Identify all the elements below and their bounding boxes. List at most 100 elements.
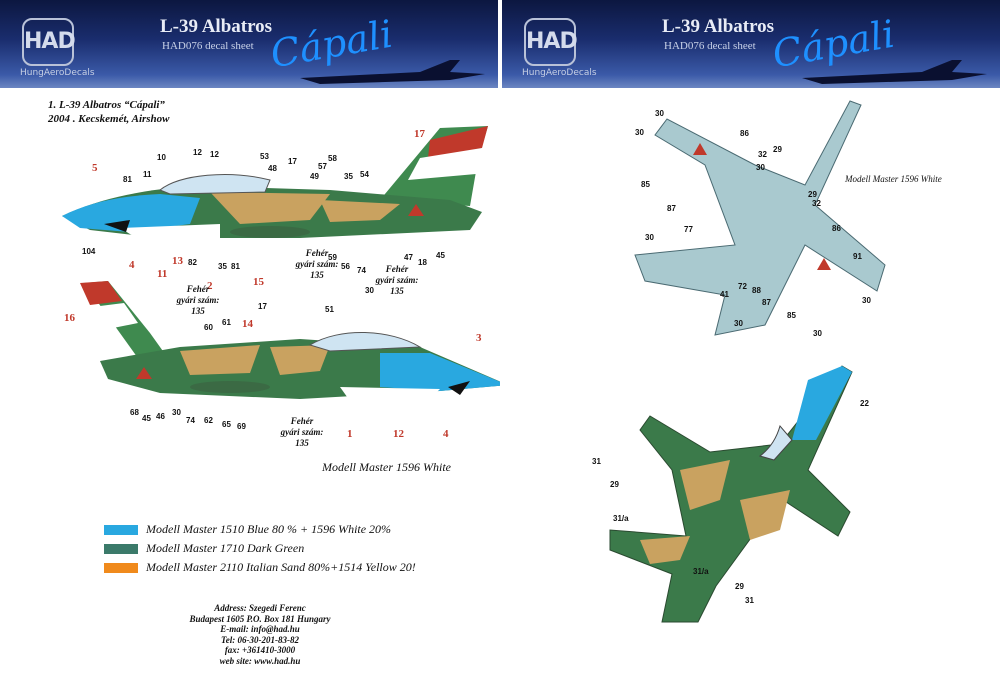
callout-label: 61 [222, 318, 231, 327]
plan-label: 86 [832, 224, 841, 233]
callout-label: 81 [123, 175, 132, 184]
camo-label: 31 [745, 596, 754, 605]
legend-swatch [104, 524, 138, 535]
plan-label: 77 [684, 225, 693, 234]
callout-label: 54 [360, 170, 369, 179]
note-line: Fehér [385, 264, 409, 274]
roundel-triangle [136, 367, 152, 379]
callout-label: 17 [258, 302, 267, 311]
callout-label: 53 [260, 152, 269, 161]
plan-label: 32 [758, 150, 767, 159]
serial-note: Fehér gyári szám: 135 [292, 248, 342, 281]
callout-label: 62 [204, 416, 213, 425]
drop-tank [230, 226, 310, 238]
camo-label: 31/a [613, 514, 629, 523]
plan-label: 29 [773, 145, 782, 154]
nose-blue [62, 194, 200, 232]
callout-label: 45 [436, 251, 445, 260]
color-legend: Modell Master 1510 Blue 80 % + 1596 Whit… [104, 520, 416, 577]
address-line: web site: www.had.hu [219, 655, 301, 666]
callout-label-red: 5 [92, 162, 98, 174]
callout-label: 56 [341, 262, 350, 271]
camo-label: 22 [860, 399, 869, 408]
canopy [308, 331, 422, 352]
address-line: E-mail: info@had.hu [220, 624, 300, 634]
callout-label: 68 [130, 408, 139, 417]
callout-label-red: 17 [414, 128, 425, 140]
plan-label: 32 [812, 199, 821, 208]
camo-sand [210, 192, 330, 224]
callout-label-red: 13 [172, 255, 183, 267]
note-line: gyári szám: [295, 259, 339, 269]
canopy [159, 174, 271, 195]
plan-label: 85 [641, 180, 650, 189]
tail-white-stripe [408, 148, 482, 180]
legend-row: Modell Master 2110 Italian Sand 80%+1514… [104, 558, 416, 577]
legend-text: Modell Master 1510 Blue 80 % + 1596 Whit… [146, 522, 392, 536]
callout-label: 46 [156, 412, 165, 421]
note-line: 135 [310, 270, 324, 280]
camo-label: 29 [735, 582, 744, 591]
callout-label-red: 4 [129, 259, 135, 271]
plan-label: 30 [645, 233, 654, 242]
callout-label: 11 [143, 170, 152, 179]
plan-label: 30 [862, 296, 871, 305]
note-line: Fehér [305, 248, 329, 258]
belly-white [340, 387, 440, 401]
shark-mouth [104, 220, 130, 232]
banner-title: L-39 Albatros [160, 16, 273, 37]
nose-blue [380, 353, 500, 391]
callout-label: 30 [365, 286, 374, 295]
note-line: gyári szám: [176, 295, 220, 305]
header-banner-left: HAD HungAeroDecals L-39 Albatros HAD076 … [0, 0, 498, 88]
caption-line-2: 2004 . Kecskemét, Airshow [48, 113, 170, 125]
callout-label-red: 12 [393, 428, 404, 440]
callout-label-red: 3 [476, 332, 482, 344]
camo-label: 29 [610, 480, 619, 489]
callout-label: 51 [325, 305, 334, 314]
tail-white-stripe [92, 303, 138, 329]
plan-label: 91 [853, 252, 862, 261]
address-line: Tel: 06-30-201-83-82 [221, 634, 299, 645]
callout-label: 17 [288, 157, 297, 166]
plan-label: 87 [667, 204, 676, 213]
callout-label: 58 [328, 154, 337, 163]
logo-subtitle: HungAeroDecals [522, 68, 597, 78]
callout-label: 45 [142, 414, 151, 423]
plan-label: 87 [762, 298, 771, 307]
legend-text: Modell Master 1710 Dark Green [146, 541, 305, 555]
callout-label: 69 [237, 422, 246, 431]
plan-label: 72 [738, 282, 747, 291]
camo-sand-2 [270, 345, 330, 375]
note-line: gyári szám: [280, 427, 324, 437]
callout-label: 81 [231, 262, 240, 271]
jet-silhouette-icon [300, 60, 485, 84]
logo-subtitle: HungAeroDecals [20, 68, 95, 78]
camo-sand [640, 536, 690, 564]
plan-roundel [693, 143, 707, 155]
plan-label: 30 [756, 163, 765, 172]
tail-red-stripe [80, 281, 122, 305]
callout-label: 60 [204, 323, 213, 332]
serial-note: Fehér gyári szám: 135 [170, 284, 226, 317]
legend-row: Modell Master 1710 Dark Green [104, 539, 416, 558]
plan-label: 30 [734, 319, 743, 328]
side-profile-top [62, 126, 488, 240]
callout-label: 74 [357, 266, 366, 275]
callout-label-red: 16 [64, 312, 75, 324]
legend-row: Modell Master 1510 Blue 80 % + 1596 Whit… [104, 520, 416, 539]
plan-label: 86 [740, 129, 749, 138]
address-line: Address: Szegedi Ferenc [214, 603, 306, 613]
contact-address: Address: Szegedi Ferenc Budapest 1605 P.… [180, 603, 340, 666]
plan-label: 29 [808, 190, 817, 199]
caption-line-1: 1. L-39 Albatros “Cápali” [48, 99, 165, 111]
had-logo: HAD [22, 18, 76, 66]
banner-sheet: HAD076 decal sheet [664, 40, 756, 52]
plan-label: 41 [720, 290, 729, 299]
legend-text: Modell Master 2110 Italian Sand 80%+1514… [146, 560, 416, 574]
legend-swatch [104, 543, 138, 554]
address-line: Budapest 1605 P.O. Box 181 Hungary [189, 613, 331, 624]
serial-note: Fehér gyári szám: 135 [274, 416, 330, 449]
plan-label: 30 [655, 109, 664, 118]
note-line: Fehér [290, 416, 314, 426]
